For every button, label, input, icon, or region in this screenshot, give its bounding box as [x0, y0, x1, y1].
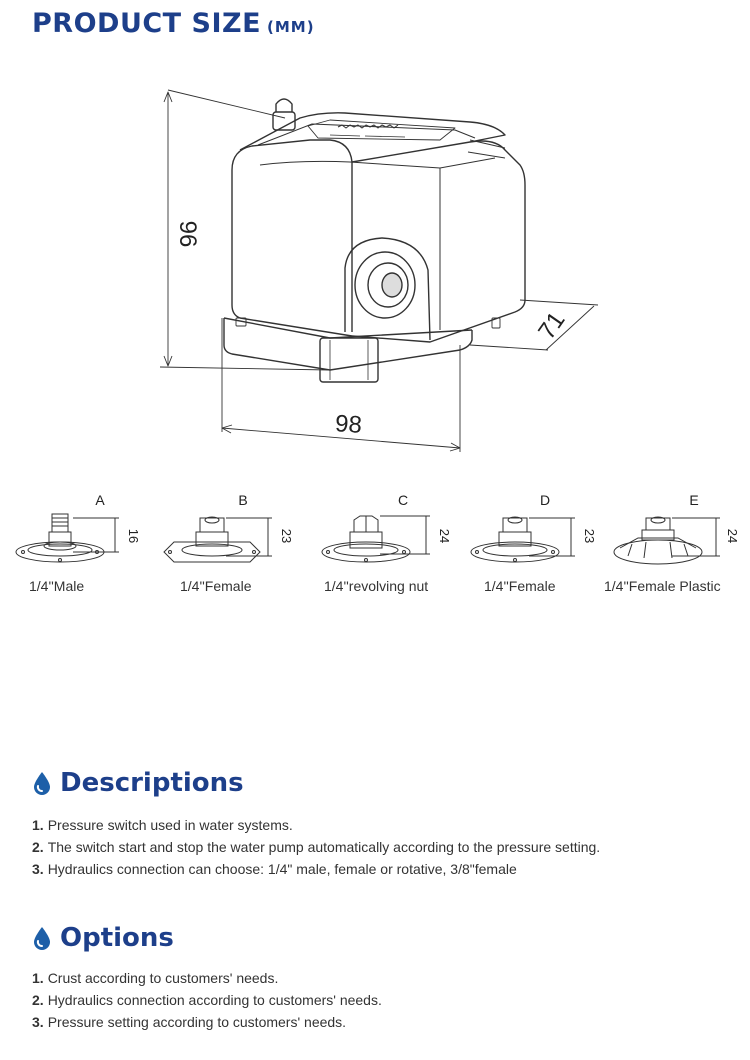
variant-letter: B: [238, 492, 248, 508]
list-item-text: Hydraulics connection according to custo…: [47, 992, 382, 1008]
water-drop-icon: [34, 927, 50, 950]
list-item-number: 2.: [32, 839, 44, 855]
title-unit: (MM): [267, 18, 315, 36]
product-dimension-drawing: 96 98 71: [159, 89, 599, 452]
variant-c: C 24 1/4''revolving nut: [320, 490, 470, 600]
fitting-male-drawing: 16: [15, 513, 141, 563]
variant-letter: E: [689, 492, 699, 508]
page-title: PRODUCT SIZE (MM): [32, 8, 315, 39]
variant-letter: C: [397, 492, 409, 508]
variant-size-label: 23: [582, 529, 597, 543]
list-item-text: Hydraulics connection can choose: 1/4" m…: [47, 861, 517, 877]
list-item-text: Crust according to customers' needs.: [47, 970, 279, 986]
variant-caption: 1/4''Female: [484, 578, 556, 594]
variant-letter: A: [95, 492, 105, 508]
variant-caption: 1/4''revolving nut: [324, 578, 429, 594]
connection-variants: A 16 1/4''Male B: [0, 490, 750, 600]
options-list: 1.Crust according to customers' needs. 2…: [32, 967, 382, 1033]
descriptions-list: 1.Pressure switch used in water systems.…: [32, 814, 600, 880]
list-item: 2.Hydraulics connection according to cus…: [32, 989, 382, 1011]
list-item-text: The switch start and stop the water pump…: [47, 839, 601, 855]
list-item-text: Pressure switch used in water systems.: [47, 817, 293, 833]
water-drop-icon: [34, 772, 50, 795]
variant-caption: 1/4''Female Plastic: [604, 578, 721, 594]
fitting-revolving-nut-drawing: 24: [321, 515, 452, 563]
fitting-female-plastic-drawing: 24: [613, 516, 740, 565]
depth-dimension-label: 71: [533, 307, 570, 344]
variant-a: A 16 1/4''Male: [15, 490, 155, 600]
variant-letter: D: [539, 492, 551, 508]
list-item: 3.Pressure setting according to customer…: [32, 1011, 382, 1033]
options-heading: Options: [32, 923, 174, 953]
list-item-number: 2.: [32, 992, 44, 1008]
list-item-text: Pressure setting according to customers'…: [47, 1014, 347, 1030]
list-item-number: 1.: [32, 970, 44, 986]
variant-size-label: 24: [725, 529, 740, 543]
height-dimension-label: 96: [174, 221, 201, 248]
list-item-number: 3.: [32, 1014, 44, 1030]
list-item-number: 1.: [32, 817, 44, 833]
list-item: 1.Crust according to customers' needs.: [32, 967, 382, 989]
variant-size-label: 24: [437, 529, 452, 543]
descriptions-heading: Descriptions: [32, 768, 244, 798]
variant-b: B 23 1/4''Female: [160, 490, 300, 600]
options-heading-text: Options: [60, 923, 174, 953]
list-item-number: 3.: [32, 861, 44, 877]
variant-caption: 1/4''Male: [29, 578, 85, 594]
list-item: 3.Hydraulics connection can choose: 1/4"…: [32, 858, 600, 880]
title-text: PRODUCT SIZE: [32, 8, 262, 39]
descriptions-heading-text: Descriptions: [60, 768, 244, 798]
width-dimension-label: 98: [334, 410, 363, 439]
variant-d: D 23 1/4''Female: [465, 490, 605, 600]
variant-size-label: 23: [279, 529, 294, 543]
fitting-female-drawing-2: 23: [470, 516, 597, 563]
variant-e: E 24 1/4''Female Plastic: [600, 490, 748, 600]
fitting-female-drawing: 23: [163, 516, 294, 563]
variant-size-label: 16: [126, 529, 141, 543]
variant-caption: 1/4''Female: [180, 578, 252, 594]
list-item: 1.Pressure switch used in water systems.: [32, 814, 600, 836]
list-item: 2.The switch start and stop the water pu…: [32, 836, 600, 858]
